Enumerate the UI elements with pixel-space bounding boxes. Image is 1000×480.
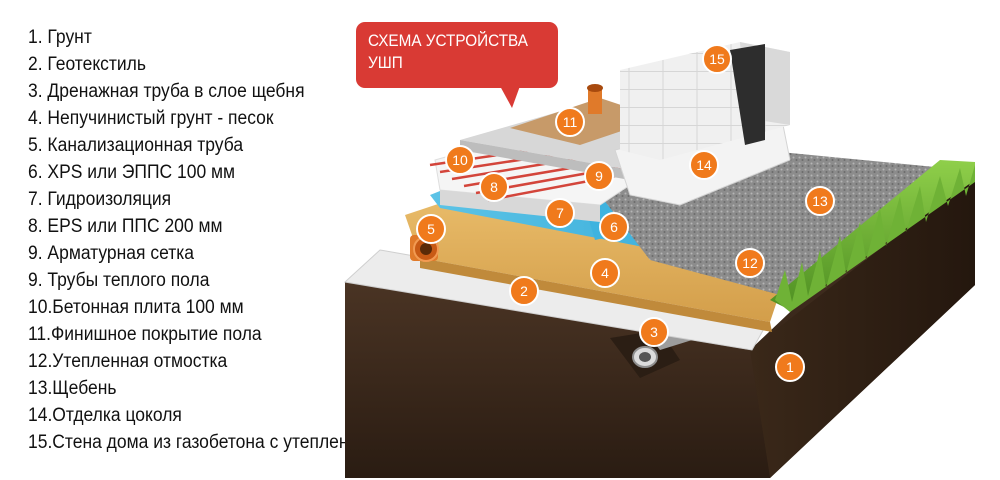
svg-text:11: 11	[563, 114, 578, 130]
callout-tail	[500, 86, 520, 108]
svg-text:4: 4	[601, 265, 609, 281]
svg-text:15: 15	[709, 51, 725, 67]
legend-item-9a: 9. Арматурная сетка	[28, 243, 194, 264]
legend-item-13: 13.Щебень	[28, 378, 117, 399]
marker-1: 1	[775, 352, 805, 382]
marker-9: 9	[584, 161, 614, 191]
svg-text:12: 12	[742, 255, 758, 271]
marker-10: 10	[445, 145, 475, 175]
callout-box	[356, 22, 558, 88]
marker-4: 4	[590, 258, 620, 288]
svg-text:9: 9	[595, 168, 603, 184]
legend-item-6: 6. XPS или ЭППС 100 мм	[28, 162, 236, 183]
legend-item-1: 1. Грунт	[28, 27, 92, 48]
svg-text:7: 7	[556, 205, 564, 221]
legend-item-10: 10.Бетонная плита 100 мм	[28, 297, 244, 318]
svg-text:14: 14	[696, 157, 712, 173]
legend-list: 1. Грунт 2. Геотекстиль 3. Дренажная тру…	[28, 24, 512, 456]
svg-text:10: 10	[452, 152, 468, 168]
grass-strip	[770, 160, 975, 312]
legend-item-2: 2. Геотекстиль	[28, 54, 146, 75]
sand-layer	[405, 195, 790, 332]
legend-item-11: 11.Финишное покрытие пола	[28, 324, 262, 345]
legend-item-5: 5. Канализационная труба	[28, 135, 244, 156]
marker-3: 3	[639, 317, 669, 347]
svg-text:5: 5	[427, 221, 435, 237]
marker-6: 6	[599, 212, 629, 242]
legend-item-4: 4. Непучинистый грунт - песок	[28, 108, 274, 129]
legend-item-3: 3. Дренажная труба в слое щебня	[28, 81, 305, 102]
callout-title: СХЕМА УСТРОЙСТВА УШП	[368, 31, 528, 72]
legend-item-8: 8. EPS или ППС 200 мм	[28, 216, 223, 237]
marker-2: 2	[509, 276, 539, 306]
riser-pipe-icon	[587, 84, 603, 114]
svg-text:13: 13	[812, 193, 828, 209]
marker-7: 7	[545, 198, 575, 228]
svg-text:3: 3	[650, 324, 658, 340]
marker-13: 13	[805, 186, 835, 216]
marker-14: 14	[689, 150, 719, 180]
marker-11: 11	[555, 107, 585, 137]
house-wall	[620, 42, 790, 160]
marker-15: 15	[702, 44, 732, 74]
svg-text:8: 8	[490, 179, 498, 195]
marker-5: 5	[416, 214, 446, 244]
marker-8: 8	[479, 172, 509, 202]
svg-text:1: 1	[786, 359, 794, 375]
legend-item-7: 7. Гидроизоляция	[28, 189, 172, 210]
svg-text:6: 6	[610, 219, 618, 235]
soil-layer	[345, 170, 975, 478]
legend-item-14: 14.Отделка цоколя	[28, 405, 182, 426]
legend-item-12: 12.Утепленная отмостка	[28, 351, 228, 372]
marker-12: 12	[735, 248, 765, 278]
legend-item-9b: 9. Трубы теплого пола	[28, 270, 210, 291]
svg-text:2: 2	[520, 283, 528, 299]
